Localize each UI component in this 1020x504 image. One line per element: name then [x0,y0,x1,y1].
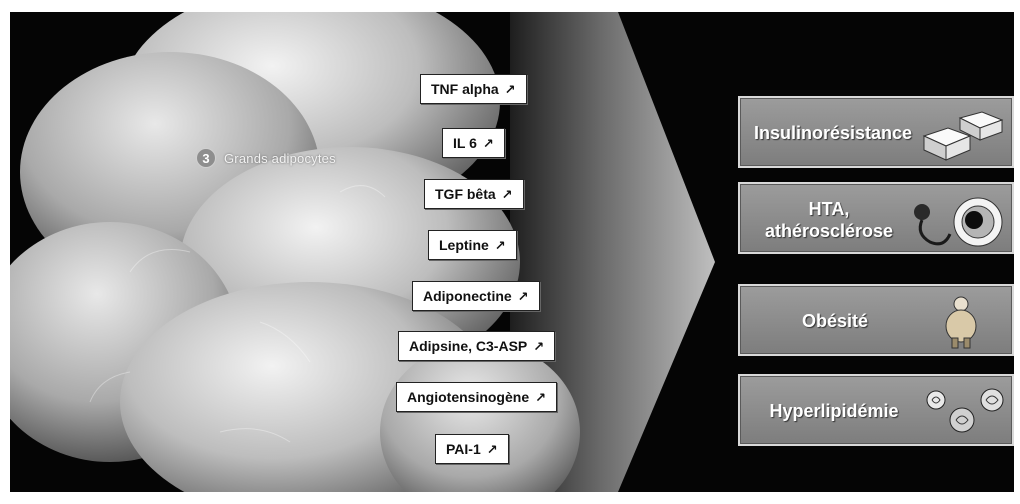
secretion-label-il6: IL 6↗ [442,128,505,158]
increase-arrow-icon: ↗ [502,181,513,209]
lipid-molecules-icon [924,382,1010,442]
increase-arrow-icon: ↗ [533,333,544,361]
outcome-obesite: Obésité [738,284,1014,356]
outcome-label: Obésité [750,310,920,332]
increase-arrow-icon: ↗ [505,76,516,104]
increase-arrow-icon: ↗ [483,130,494,158]
obese-person-icon [936,294,986,350]
diagram-frame: 3 Grands adipocytes TNF alpha↗ IL 6↗ TGF… [10,12,1014,492]
blood-pressure-artery-icon [908,190,1008,250]
callout-number: 3 [196,148,216,168]
increase-arrow-icon: ↗ [495,232,506,260]
increase-arrow-icon: ↗ [535,384,546,412]
sugar-cubes-icon [918,106,1008,162]
outcome-label-line2: athérosclérose [744,220,914,242]
outcome-label: Insulinorésistance [748,122,918,144]
secretion-label-pai1: PAI-1↗ [435,434,509,464]
secretion-label-tgf-beta: TGF bêta↗ [424,179,524,209]
secretion-label-leptine: Leptine↗ [428,230,517,260]
outcome-hyperlipidemie: Hyperlipidémie [738,374,1014,446]
increase-arrow-icon: ↗ [518,283,529,311]
secretion-label-tnf-alpha: TNF alpha↗ [420,74,527,104]
callout-text: Grands adipocytes [224,151,336,166]
outcome-hta-atherosclerose: HTA, athérosclérose [738,182,1014,254]
outcome-insulinoresistance: Insulinorésistance [738,96,1014,168]
outcome-label: Hyperlipidémie [744,400,924,422]
secretion-label-adiponectine: Adiponectine↗ [412,281,540,311]
outcome-label-line1: HTA, [744,198,914,220]
cell-callout: 3 Grands adipocytes [196,148,336,168]
secretion-label-adipsine: Adipsine, C3-ASP↗ [398,331,555,361]
secretion-label-angiotensinogene: Angiotensinogène↗ [396,382,557,412]
increase-arrow-icon: ↗ [487,436,498,464]
